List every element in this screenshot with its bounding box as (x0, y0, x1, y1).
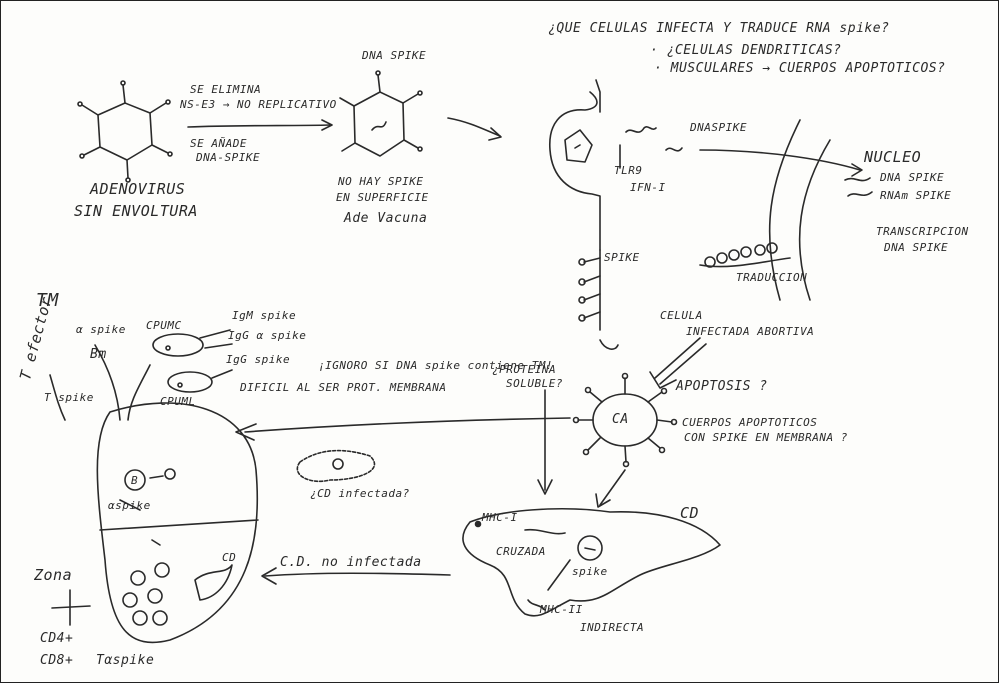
ca-label: CA (612, 412, 629, 427)
cd-no-infectada-label: C.D. no infectada (280, 555, 422, 570)
cd4-label: CD4+ (40, 631, 74, 646)
no-spike-sublabel: EN SUPERFICIE (336, 191, 429, 204)
arrow-vaccine-to-cell (447, 117, 501, 137)
traduccion-label: TRADUCCION (736, 271, 808, 284)
host-cell-membrane (549, 79, 601, 331)
cell-dna-spike-label: DNASPIKE (690, 121, 747, 134)
transcripcion-sublabel: DNA SPIKE (884, 241, 949, 254)
adenovirus-drawing (77, 80, 173, 183)
nucleo-dna-label: DNA SPIKE (880, 171, 945, 184)
igg-alpha-spike-label: IgG α spike (228, 329, 307, 342)
alpha-spike-label: α spike (76, 323, 126, 336)
abortive-cell-label: CELULA (660, 309, 703, 322)
t-spike-label: T spike (44, 391, 94, 404)
arrow-label-dna-spike: DNA-SPIKE (196, 151, 261, 164)
apoptotic-bodies-label: CUERPOS APOPTOTICOS (682, 416, 818, 429)
apoptotic-body (572, 372, 678, 468)
cruzada-label: CRUZADA (496, 545, 546, 558)
membrane-spike-label: SPIKE (604, 251, 640, 264)
arrow-label-se-anade: SE AÑADE (190, 137, 247, 150)
question-option-dendritic: · ¿CELULAS DENDRITICAS? (650, 43, 842, 58)
ribosomes (699, 242, 791, 268)
mhc1-label: MHC-I (482, 511, 518, 524)
nucleus-membrane (768, 119, 801, 301)
ifn-label: IFN-I (630, 181, 666, 194)
arrow-cd-to-node (264, 572, 451, 577)
b-cell-label: B (131, 474, 139, 487)
indirecta-label: INDIRECTA (580, 621, 645, 634)
question-title: ¿QUE CELULAS INFECTA Y TRADUCE RNA spike… (548, 21, 890, 36)
cd-inner-label: CD (222, 551, 237, 564)
transcripcion-label: TRANSCRIPCION (876, 225, 969, 238)
apoptotic-bodies-sublabel: CON SPIKE EN MEMBRANA ? (684, 431, 848, 444)
vaccine-dna-spike-label: DNA SPIKE (362, 49, 427, 62)
lymph-node (96, 402, 259, 644)
nucleo-rna-label: RNAm SPIKE (880, 189, 952, 202)
alpha-spike-inner-label: αspike (108, 499, 151, 512)
t-alpha-spike-label: Tαspike (96, 653, 155, 668)
adenovirus-label: ADENOVIRUS (90, 180, 186, 198)
abortive-cell-sublabel: INFECTADA ABORTIVA (686, 325, 815, 338)
igm-spike-label: IgM spike (232, 309, 297, 322)
cd8-label: CD8+ (40, 653, 74, 668)
dificil-note: DIFICIL AL SER PROT. MEMBRANA (240, 381, 447, 394)
zona-label: Zona (34, 566, 73, 584)
cd-spike-label: spike (572, 565, 608, 578)
arrow-to-lymph-node (244, 417, 571, 433)
arrow-label-ns-e3: NS-E3 → NO REPLICATIVO (180, 98, 337, 111)
dendritic-cell (462, 508, 721, 617)
membrane-spikes (578, 257, 601, 322)
arrow-to-apoptosis (654, 337, 701, 379)
mhc2-label: MHC-II (540, 603, 583, 616)
adenovirus-sublabel: SIN ENVOLTURA (74, 202, 198, 220)
tlr9-label: TLR9 (614, 164, 643, 177)
arrow-label-se-elimina: SE ELIMINA (190, 83, 262, 96)
igg-spike-label: IgG spike (226, 353, 291, 366)
proteina-soluble-label: ¿PROTEINA (492, 363, 557, 376)
nucleo-label: NUCLEO (864, 148, 922, 166)
tm-label: TM (36, 290, 59, 311)
ade-vaccine-label: Ade Vacuna (344, 211, 428, 226)
cd-infectada-label: ¿CD infectada? (310, 487, 410, 500)
arrow-adenovirus-to-vaccine (187, 124, 331, 128)
ignoro-note: ¡IGNORO SI DNA spike contiene TM! (318, 359, 554, 372)
ade-vaccine-drawing (339, 70, 423, 157)
no-spike-label: NO HAY SPIKE (338, 175, 424, 188)
cpuml-label: CPUML (160, 395, 196, 408)
cd-label: CD (680, 504, 700, 522)
apoptosis-label: APOPTOSIS ? (676, 379, 768, 394)
cpumc-label: CPUMC (146, 319, 182, 332)
bm-label: Bm (90, 347, 107, 362)
proteina-soluble-sublabel: SOLUBLE? (506, 377, 563, 390)
question-option-muscle: · MUSCULARES → CUERPOS APOPTOTICOS? (654, 61, 946, 76)
